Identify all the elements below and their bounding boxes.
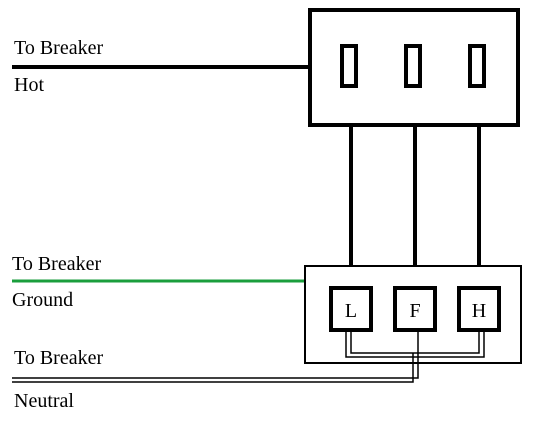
outlet-slot-3 [468,44,486,88]
outlet-slot-2 [404,44,422,88]
terminal-bridge-inner [350,330,480,354]
neutral-label: Neutral [14,390,74,412]
outlet-slot-1 [340,44,358,88]
terminal-F: F [393,286,437,332]
terminal-H: H [457,286,501,332]
hot-breaker-label: To Breaker [14,37,103,59]
terminal-label: H [472,300,486,322]
neutral-wire-inner [12,353,414,383]
terminal-label: L [345,300,357,322]
neutral-wire-outer [12,330,419,379]
neutral-breaker-label: To Breaker [14,347,103,369]
terminal-bridge-outer [345,330,485,358]
ground-label: Ground [12,289,73,311]
terminal-label: F [409,300,420,322]
hot-label: Hot [14,74,44,96]
terminal-L: L [329,286,373,332]
ground-breaker-label: To Breaker [12,253,101,275]
